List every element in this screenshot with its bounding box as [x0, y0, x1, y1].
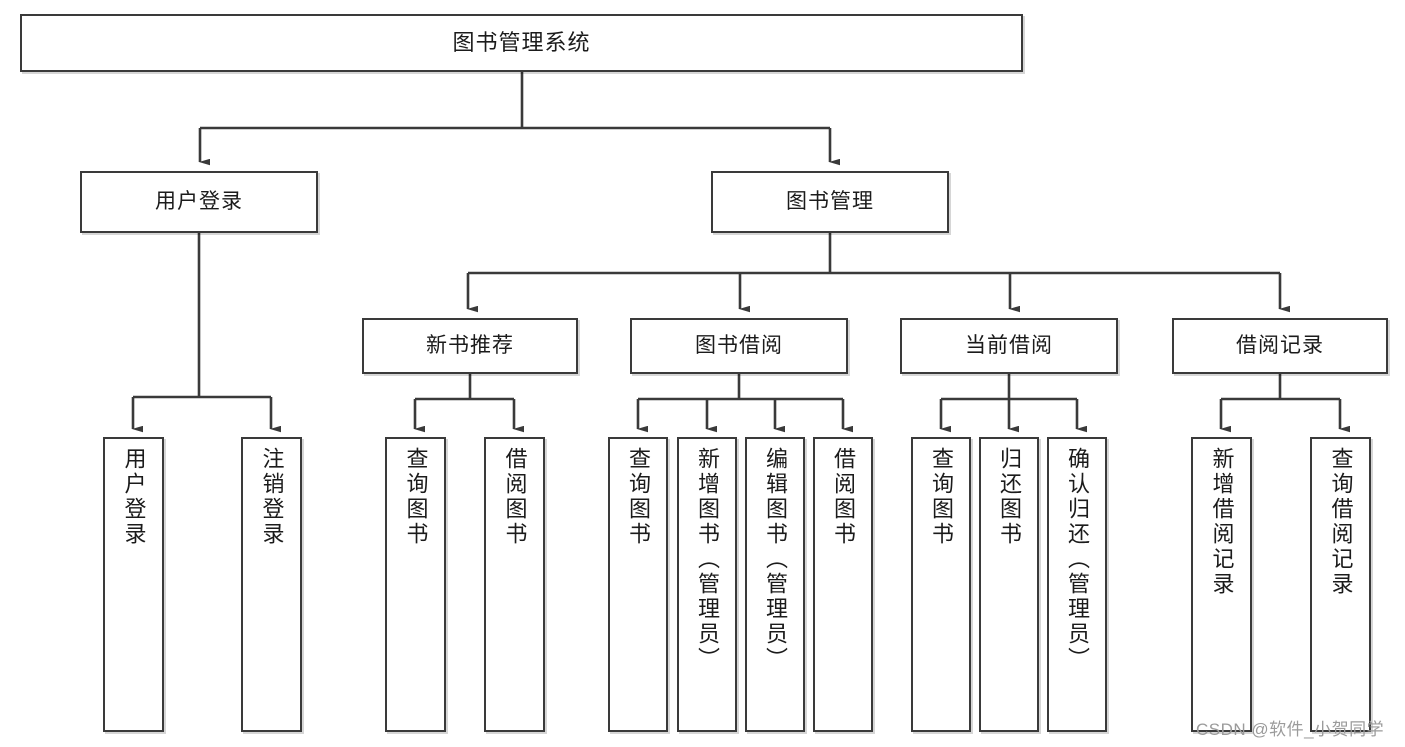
node-leaf-add-record[interactable]: 新增借阅记录	[1191, 437, 1252, 732]
node-label: 注销登录	[259, 447, 285, 547]
node-book-management[interactable]: 图书管理	[711, 171, 949, 233]
node-leaf-user-login[interactable]: 用户登录	[103, 437, 164, 732]
node-leaf-logout[interactable]: 注销登录	[241, 437, 302, 732]
node-leaf-query-book-1[interactable]: 查询图书	[385, 437, 446, 732]
node-book-borrow[interactable]: 图书借阅	[630, 318, 848, 374]
node-label: 查询借阅记录	[1328, 447, 1354, 597]
node-label: 查询图书	[929, 447, 954, 547]
node-label: 查询图书	[626, 447, 651, 547]
node-leaf-confirm-return[interactable]: 确认归还（管理员）	[1047, 437, 1107, 732]
node-label: 确认归还（管理员）	[1065, 447, 1090, 672]
node-label: 查询图书	[403, 447, 429, 547]
node-root-system[interactable]: 图书管理系统	[20, 14, 1023, 72]
node-label: 图书借阅	[695, 333, 783, 357]
node-label: 当前借阅	[965, 333, 1053, 357]
node-label: 借阅图书	[831, 447, 856, 547]
node-current-borrow[interactable]: 当前借阅	[900, 318, 1118, 374]
node-borrow-record[interactable]: 借阅记录	[1172, 318, 1388, 374]
node-label: 图书管理	[786, 189, 874, 213]
node-leaf-query-record[interactable]: 查询借阅记录	[1310, 437, 1371, 732]
node-label: 用户登录	[155, 189, 243, 213]
node-label: 编辑图书（管理员）	[763, 447, 788, 672]
node-label: 归还图书	[997, 447, 1022, 547]
node-label: 新增图书（管理员）	[695, 447, 720, 672]
node-leaf-query-book-2[interactable]: 查询图书	[608, 437, 668, 732]
node-label: 新书推荐	[426, 333, 514, 357]
node-leaf-borrow-book-2[interactable]: 借阅图书	[813, 437, 873, 732]
node-user-login[interactable]: 用户登录	[80, 171, 318, 233]
node-label: 借阅记录	[1236, 333, 1324, 357]
node-label: 借阅图书	[502, 447, 528, 547]
node-new-book-recommend[interactable]: 新书推荐	[362, 318, 578, 374]
node-leaf-return-book[interactable]: 归还图书	[979, 437, 1039, 732]
node-leaf-query-book-3[interactable]: 查询图书	[911, 437, 971, 732]
node-label: 图书管理系统	[452, 30, 591, 56]
node-leaf-edit-book[interactable]: 编辑图书（管理员）	[745, 437, 805, 732]
node-label: 用户登录	[121, 447, 147, 547]
csdn-watermark: CSDN @软件_小贺同学	[1196, 720, 1385, 739]
node-leaf-add-book[interactable]: 新增图书（管理员）	[677, 437, 737, 732]
node-label: 新增借阅记录	[1209, 447, 1235, 597]
node-leaf-borrow-book-1[interactable]: 借阅图书	[484, 437, 545, 732]
